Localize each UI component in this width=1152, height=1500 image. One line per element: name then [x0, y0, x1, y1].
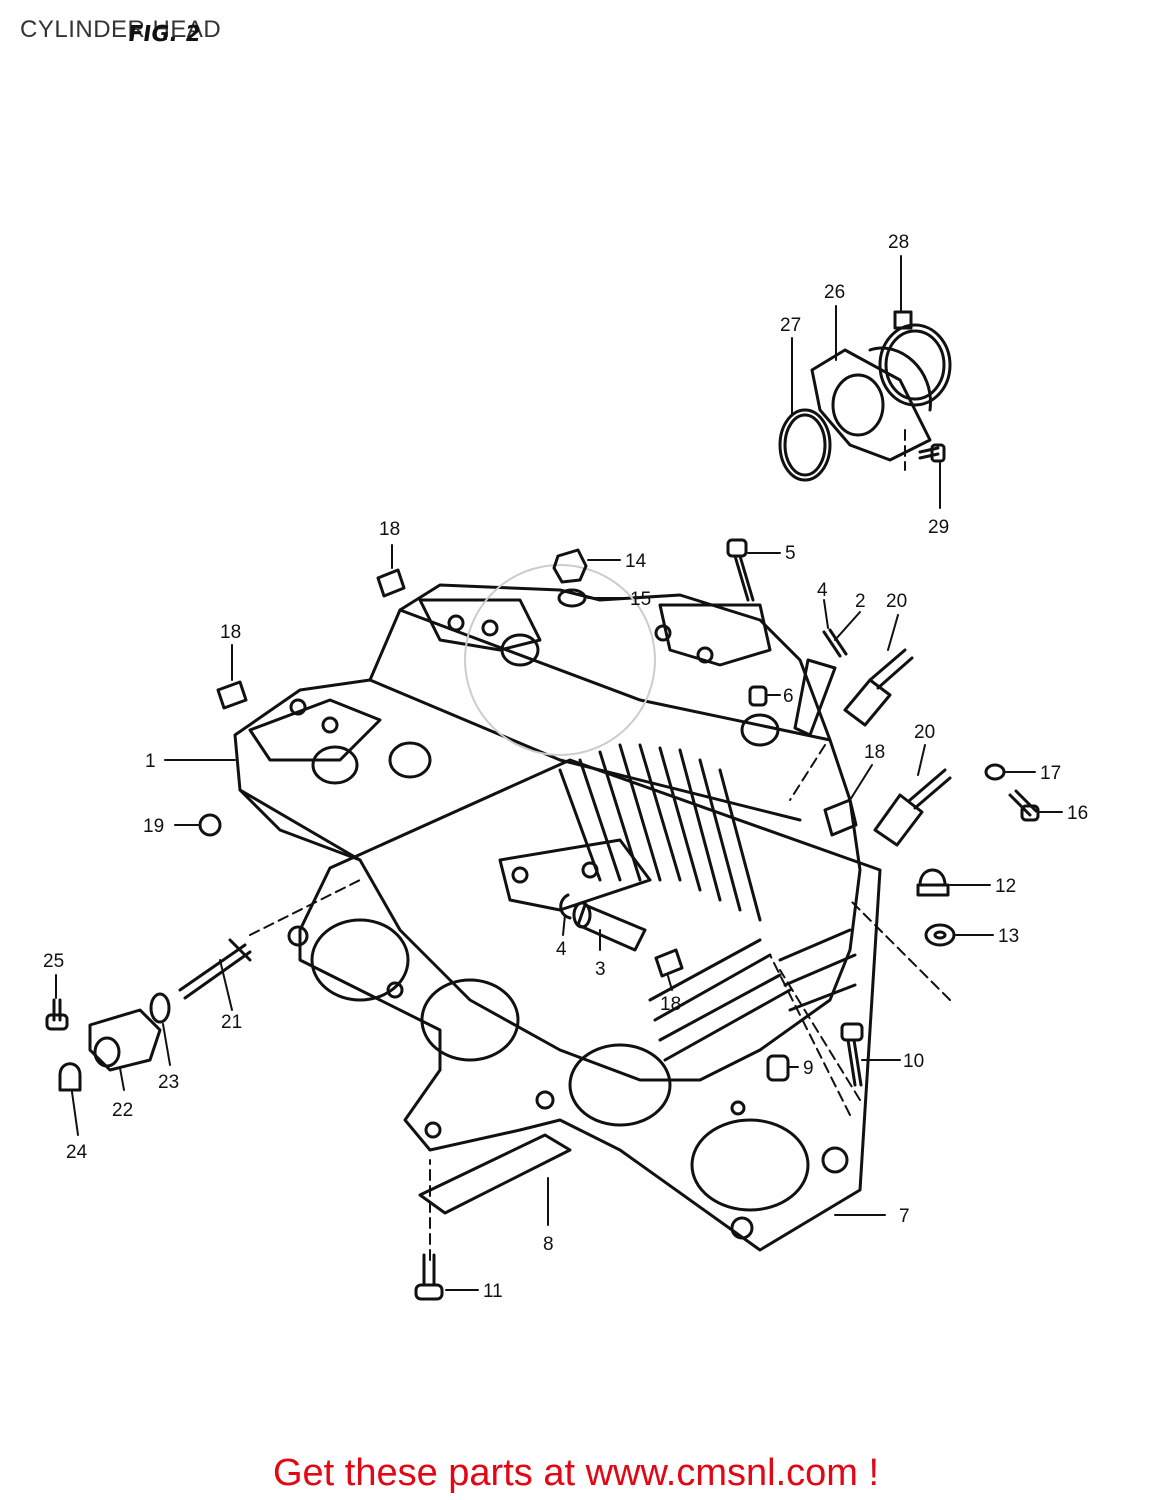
callout-15: 15: [630, 589, 651, 610]
part-9-dowel: [766, 1054, 790, 1082]
part-12-cap-nut: [916, 868, 950, 897]
callout-2: 2: [855, 591, 866, 612]
callout-28: 28: [888, 232, 909, 253]
part-4-clip: [559, 893, 572, 920]
alignment-lines: [249, 429, 951, 1261]
part-18-key: [216, 680, 248, 710]
part-23-circlip: [149, 992, 171, 1024]
part-26-intake-pipe: [810, 346, 932, 462]
callout-20: 20: [886, 591, 907, 612]
callout-18: 18: [379, 519, 400, 540]
part-24-cap: [58, 1062, 82, 1092]
callout-9: 9: [803, 1058, 814, 1079]
callout-3: 3: [595, 959, 606, 980]
callout-11: 11: [483, 1281, 503, 1302]
callout-24: 24: [66, 1142, 88, 1163]
callout-17: 17: [1040, 763, 1061, 784]
callout-4: 4: [556, 939, 567, 960]
diagram-title: CYLINDER HEAD: [20, 16, 222, 43]
part-6-dowel: [748, 685, 768, 707]
part-15-washer: [557, 588, 587, 608]
part-3-plug: [572, 901, 647, 952]
callout-18: 18: [220, 622, 241, 643]
part-21-shaft: [178, 938, 252, 1000]
part-18-key: [654, 948, 684, 978]
head-gasket: [287, 758, 882, 1252]
exploded-parts-diagram: 1 2 3 4 4 5 6 7 8 9 10 11 12 13 14 15 16…: [43, 232, 1088, 1302]
callout-6: 6: [783, 686, 794, 707]
callout-5: 5: [785, 543, 796, 564]
callout-14: 14: [625, 551, 647, 572]
callout-23: 23: [158, 1072, 179, 1093]
part-22-housing: [88, 1008, 162, 1072]
callout-19: 19: [143, 816, 164, 837]
callout-22: 22: [112, 1100, 133, 1121]
part-10-bolt: [840, 1022, 864, 1087]
part-20-spark-plug: [873, 768, 952, 847]
callout-18: 18: [660, 994, 681, 1015]
part-20-spark-plug: [843, 648, 914, 727]
callout-7: 7: [899, 1206, 910, 1227]
part-16-screw: [1008, 789, 1040, 822]
part-2-sleeve: [793, 658, 837, 737]
callout-10: 10: [903, 1051, 924, 1072]
callout-13: 13: [998, 926, 1019, 947]
part-18-key: [823, 798, 858, 837]
callout-16: 16: [1067, 803, 1088, 824]
callout-8: 8: [543, 1234, 554, 1255]
get-parts-link[interactable]: Get these parts at www.cmsnl.com !: [272, 1452, 880, 1494]
part-5-bolt: [726, 538, 755, 602]
leader-lines: [55, 255, 1063, 1291]
part-11-bolt: [414, 1253, 444, 1301]
callout-4: 4: [817, 580, 828, 601]
part-4-pin: [822, 628, 848, 658]
part-27-o-ring: [778, 408, 832, 482]
callout-29: 29: [928, 517, 949, 538]
part-17-washer: [984, 763, 1006, 781]
part-29-screw: [918, 443, 946, 463]
callout-25: 25: [43, 951, 64, 972]
callout-1: 1: [145, 751, 156, 772]
callout-26: 26: [824, 282, 845, 303]
callout-21: 21: [221, 1012, 242, 1033]
part-19-plug: [198, 813, 222, 837]
part-13-washer: [924, 923, 956, 947]
callout-20: 20: [914, 722, 935, 743]
callout-12: 12: [995, 876, 1016, 897]
part-28-clamp: [878, 310, 952, 407]
part-18-key: [376, 568, 406, 598]
gasket-strip: [418, 1133, 572, 1215]
part-14-nut: [552, 548, 588, 584]
callout-labels: 1 2 3 4 4 5 6 7 8 9 10 11 12 13 14 15 16…: [43, 232, 1088, 1302]
callout-18: 18: [864, 742, 885, 763]
callout-27: 27: [780, 315, 801, 336]
cylinder-head-body: [233, 564, 862, 1082]
part-25-screw: [45, 998, 69, 1031]
